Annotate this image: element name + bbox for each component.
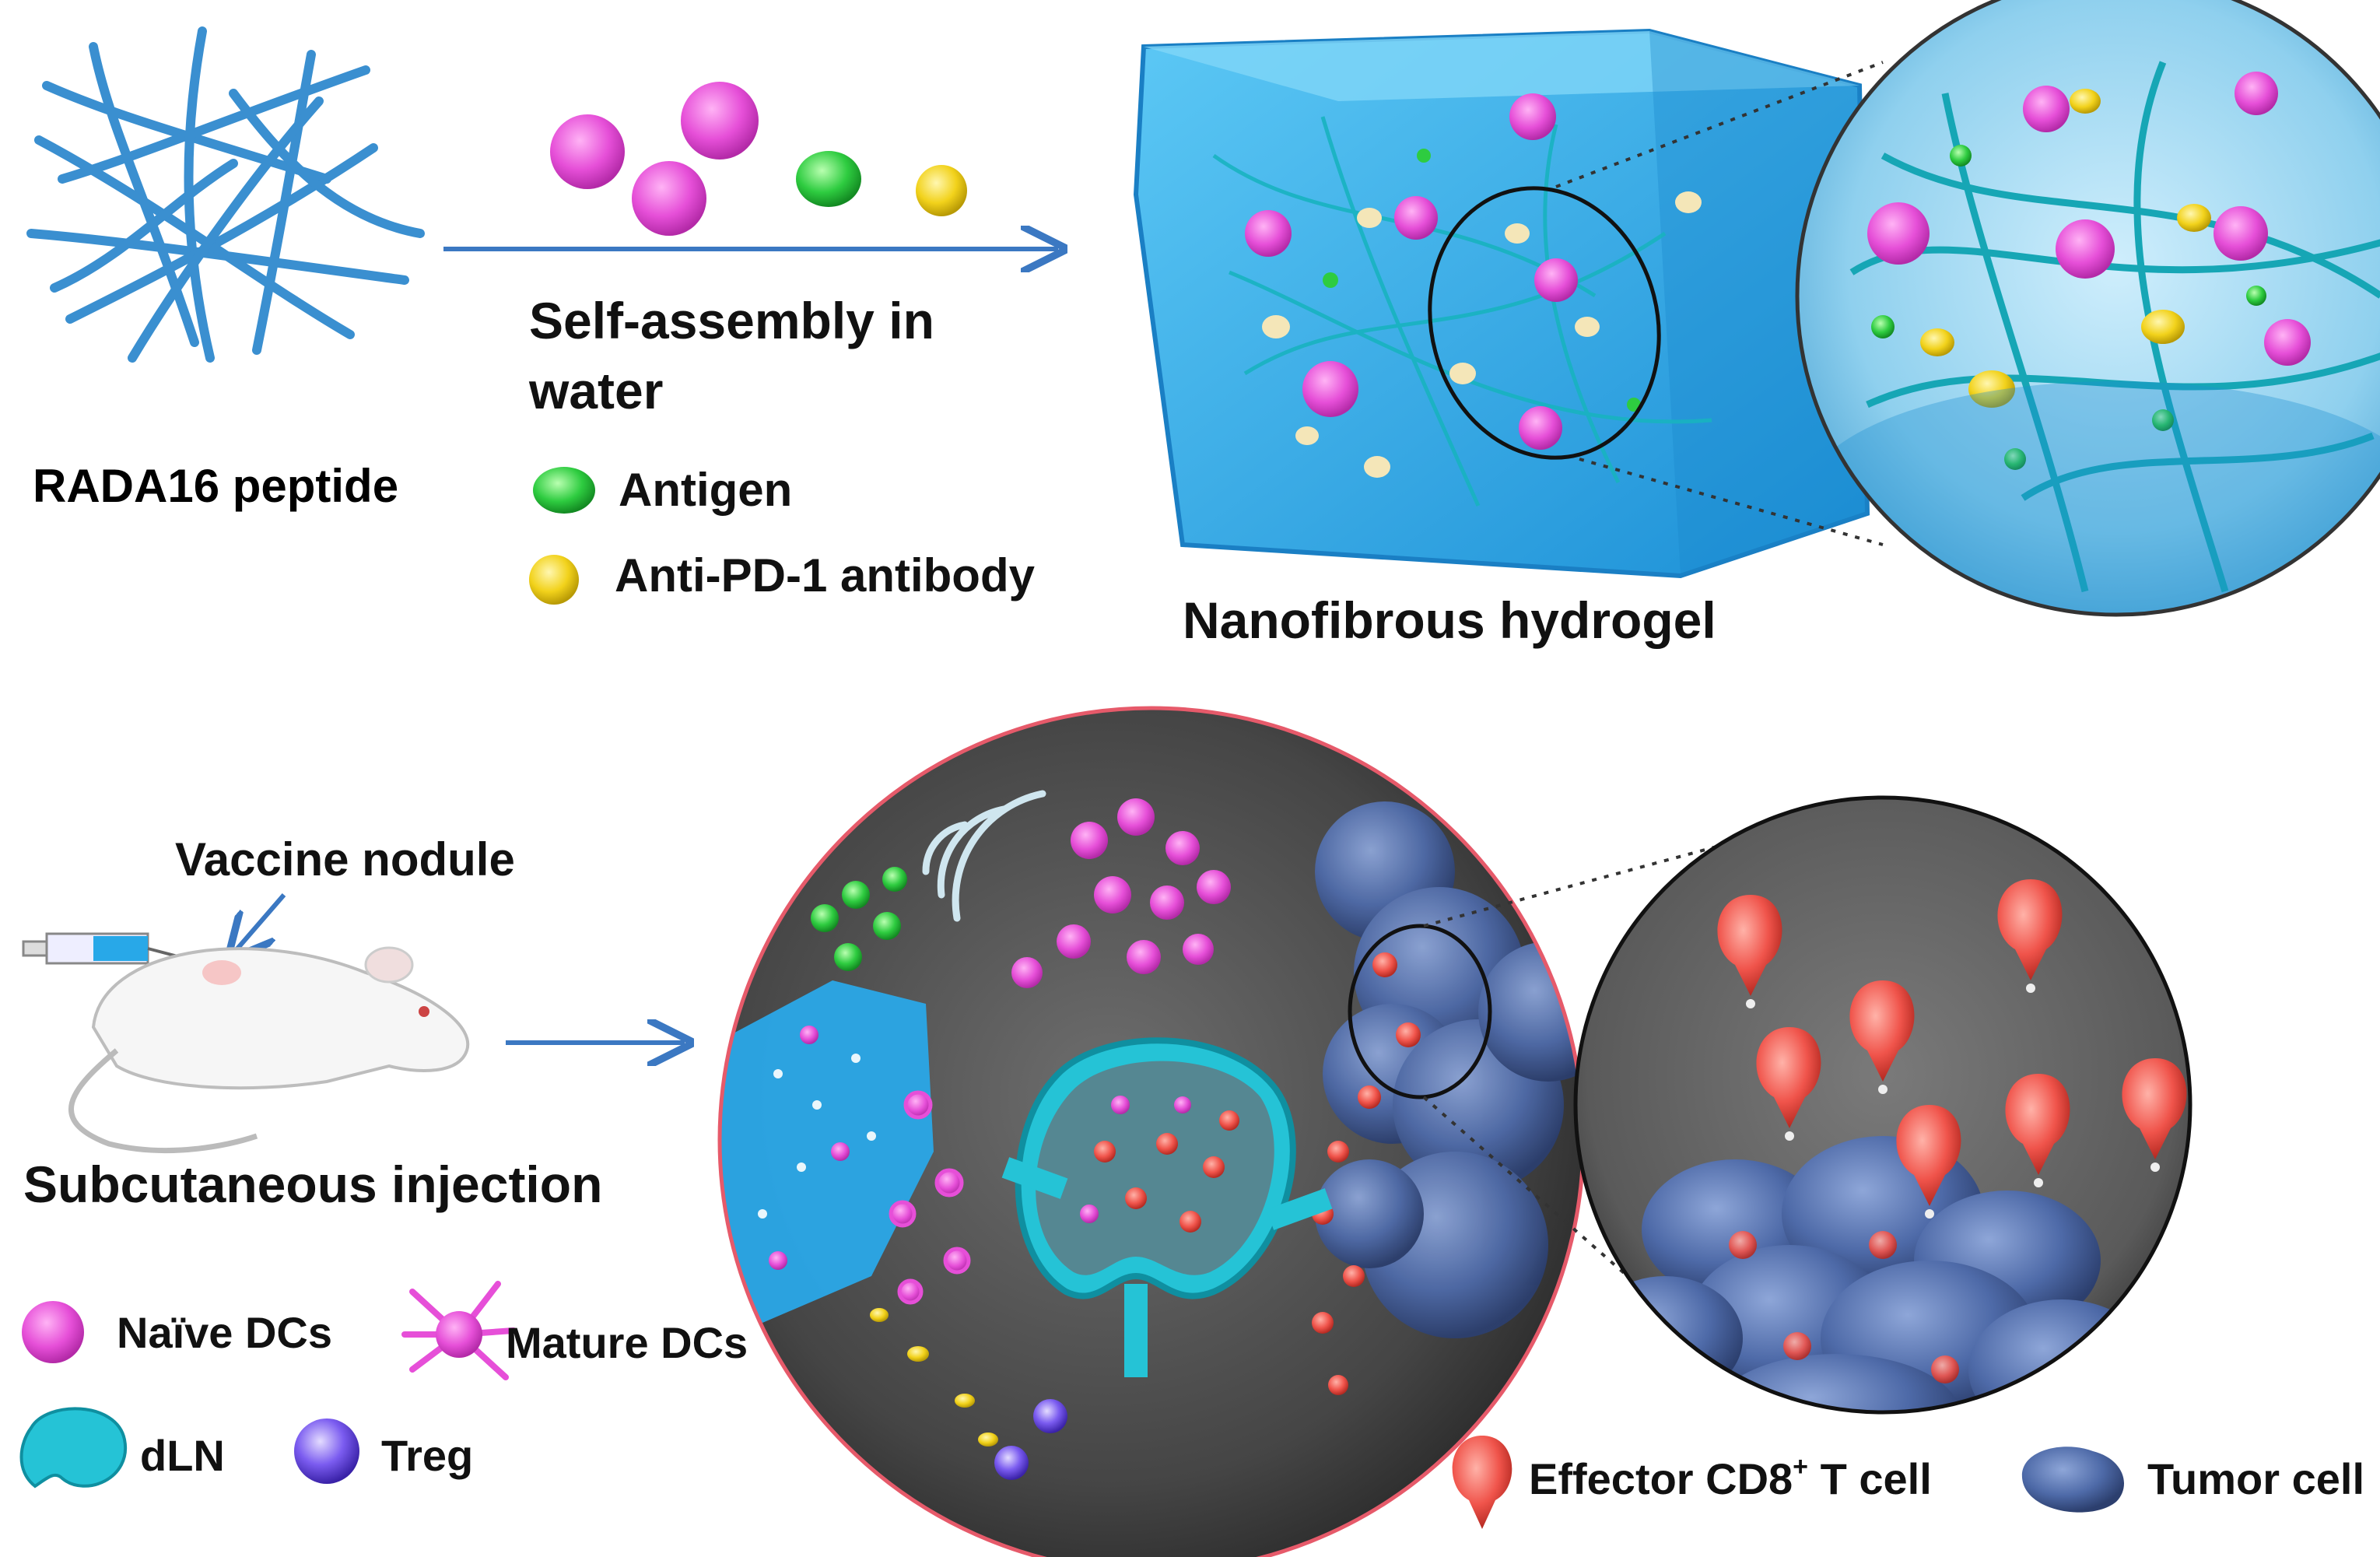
syringe-icon <box>22 932 211 966</box>
cd8-t-cell-legend-label: Effector CD8+ T cell <box>1529 1452 1932 1503</box>
tumor-cell-legend-icon <box>2021 1447 2124 1513</box>
antibody-icon <box>916 165 967 216</box>
antigen-legend-label: Antigen <box>619 464 792 516</box>
mouse-illustration <box>68 946 470 1154</box>
zoom-region-circle <box>1428 186 1661 460</box>
dln-legend-icon <box>19 1407 128 1489</box>
hydrogel-zoom-circle <box>1795 0 2380 617</box>
naive-dc-legend-icon <box>22 1301 84 1363</box>
antigen-icon <box>796 151 861 207</box>
self-assembly-label-line1: Self-assembly in <box>529 292 934 349</box>
treg-legend-label: Treg <box>381 1431 473 1480</box>
mature-dc-legend-icon <box>401 1281 517 1380</box>
rada16-peptide-label: RADA16 peptide <box>33 460 398 512</box>
cd8-t-cell-legend-icon <box>1452 1436 1512 1529</box>
effector-t-cell-group <box>1717 879 2187 1219</box>
treg-legend-icon <box>294 1418 359 1484</box>
zoom-connector-line <box>1423 823 1798 928</box>
antigen-legend-icon <box>533 467 595 514</box>
vaccine-nodule-label: Vaccine nodule <box>175 833 515 885</box>
naive-dc-icon <box>681 82 759 160</box>
vaccine-nodule-pointer <box>233 893 286 953</box>
tumor-zoom-region-circle <box>1348 924 1492 1099</box>
tcell-tumor-zoom-circle <box>1573 795 2192 1415</box>
mature-dc-legend-label: Mature DCs <box>506 1318 748 1367</box>
subcutaneous-injection-label: Subcutaneous injection <box>23 1155 602 1213</box>
naive-dc-legend-label: Naïve DCs <box>117 1308 332 1357</box>
nanofibrous-hydrogel-label: Nanofibrous hydrogel <box>1183 591 1716 649</box>
rada16-fibers-illustration <box>26 26 425 363</box>
naive-dc-icon <box>550 114 625 189</box>
zoom-connector-line <box>1555 61 1884 188</box>
tumor-microenvironment-circle <box>717 706 1586 1557</box>
zoom-connector-line <box>1579 458 1884 546</box>
antibody-legend-label: Anti-PD-1 antibody <box>615 549 1036 601</box>
self-assembly-label-line2: water <box>528 362 663 419</box>
naive-dc-cells-group <box>550 82 759 236</box>
antibody-legend-icon <box>529 555 579 605</box>
naive-dc-icon <box>632 161 706 236</box>
dln-legend-label: dLN <box>140 1431 225 1480</box>
tumor-cell-legend-label: Tumor cell <box>2147 1454 2364 1503</box>
hydrogel-cube <box>1133 28 1870 579</box>
lymph-node-illustration <box>1001 1037 1333 1377</box>
